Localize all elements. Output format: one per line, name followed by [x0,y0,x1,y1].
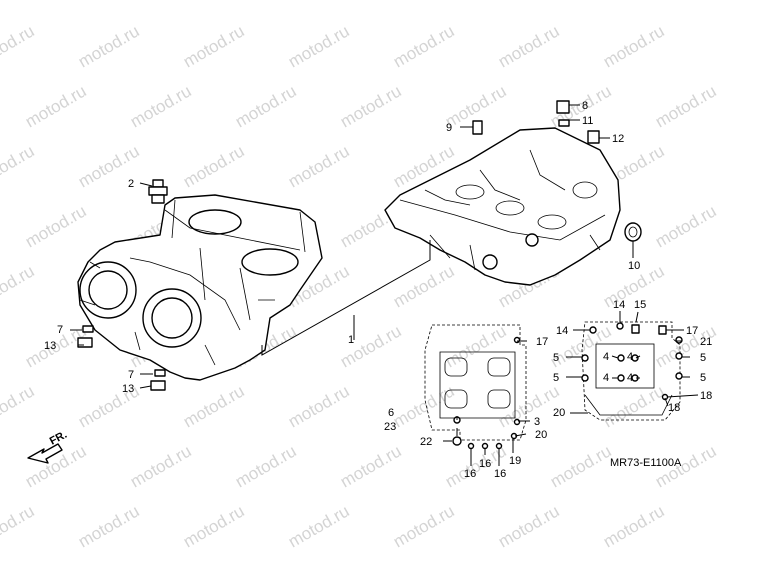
callout-7: 7 [128,369,134,381]
callout-9: 9 [446,122,452,134]
callout-17: 17 [686,325,698,337]
bolt-set-lower-left [150,369,166,391]
callout-13: 13 [44,340,56,352]
callout-16: 16 [464,468,476,480]
callout-13: 13 [122,383,134,395]
callout-3: 3 [534,416,540,428]
callout-11: 11 [582,115,593,127]
callout-21: 21 [700,336,712,348]
bolt-set-upper-left [77,325,94,348]
front-direction-label: FR. [48,429,69,448]
callout-12: 12 [612,133,624,145]
crankcase-lower-view-left [424,324,527,450]
callout-16: 16 [479,458,491,470]
callout-1: 1 [348,334,354,346]
callout-15: 15 [634,299,646,311]
callout-4: 4 [603,372,609,384]
leader-lines [70,104,699,466]
callout-labels: 1 2 3 4 4 4 4 5 5 5 5 6 7 7 8 9 10 11 12… [44,100,712,480]
switch-bolt-2 [148,179,168,204]
callout-19: 19 [509,455,521,467]
callout-5: 5 [700,372,706,384]
callout-5: 5 [700,352,706,364]
front-direction-arrow: FR. [27,429,69,464]
callout-7: 7 [57,324,63,336]
callout-20: 20 [535,429,547,441]
callout-8: 8 [582,100,588,112]
callout-22: 22 [420,436,432,448]
callout-10: 10 [628,260,640,272]
callout-16: 16 [494,468,506,480]
callout-17: 17 [536,336,548,348]
lower-crankcase [384,127,621,286]
callout-4: 4 [627,351,633,363]
diagram-code: MR73-E1100A [610,457,682,469]
callout-20: 20 [553,407,565,419]
callout-18: 18 [700,390,712,402]
callout-14: 14 [556,325,568,337]
callout-6: 6 [388,407,394,419]
callout-4: 4 [627,372,633,384]
callout-18: 18 [668,402,680,414]
callout-4: 4 [603,351,609,363]
callout-5: 5 [553,352,559,364]
small-parts-top [472,100,642,242]
callout-2: 2 [128,178,134,190]
callout-5: 5 [553,372,559,384]
callout-23: 23 [384,421,396,433]
upper-crankcase [77,194,323,381]
crankcase-lower-view-right [581,321,683,421]
callout-14: 14 [613,299,625,311]
